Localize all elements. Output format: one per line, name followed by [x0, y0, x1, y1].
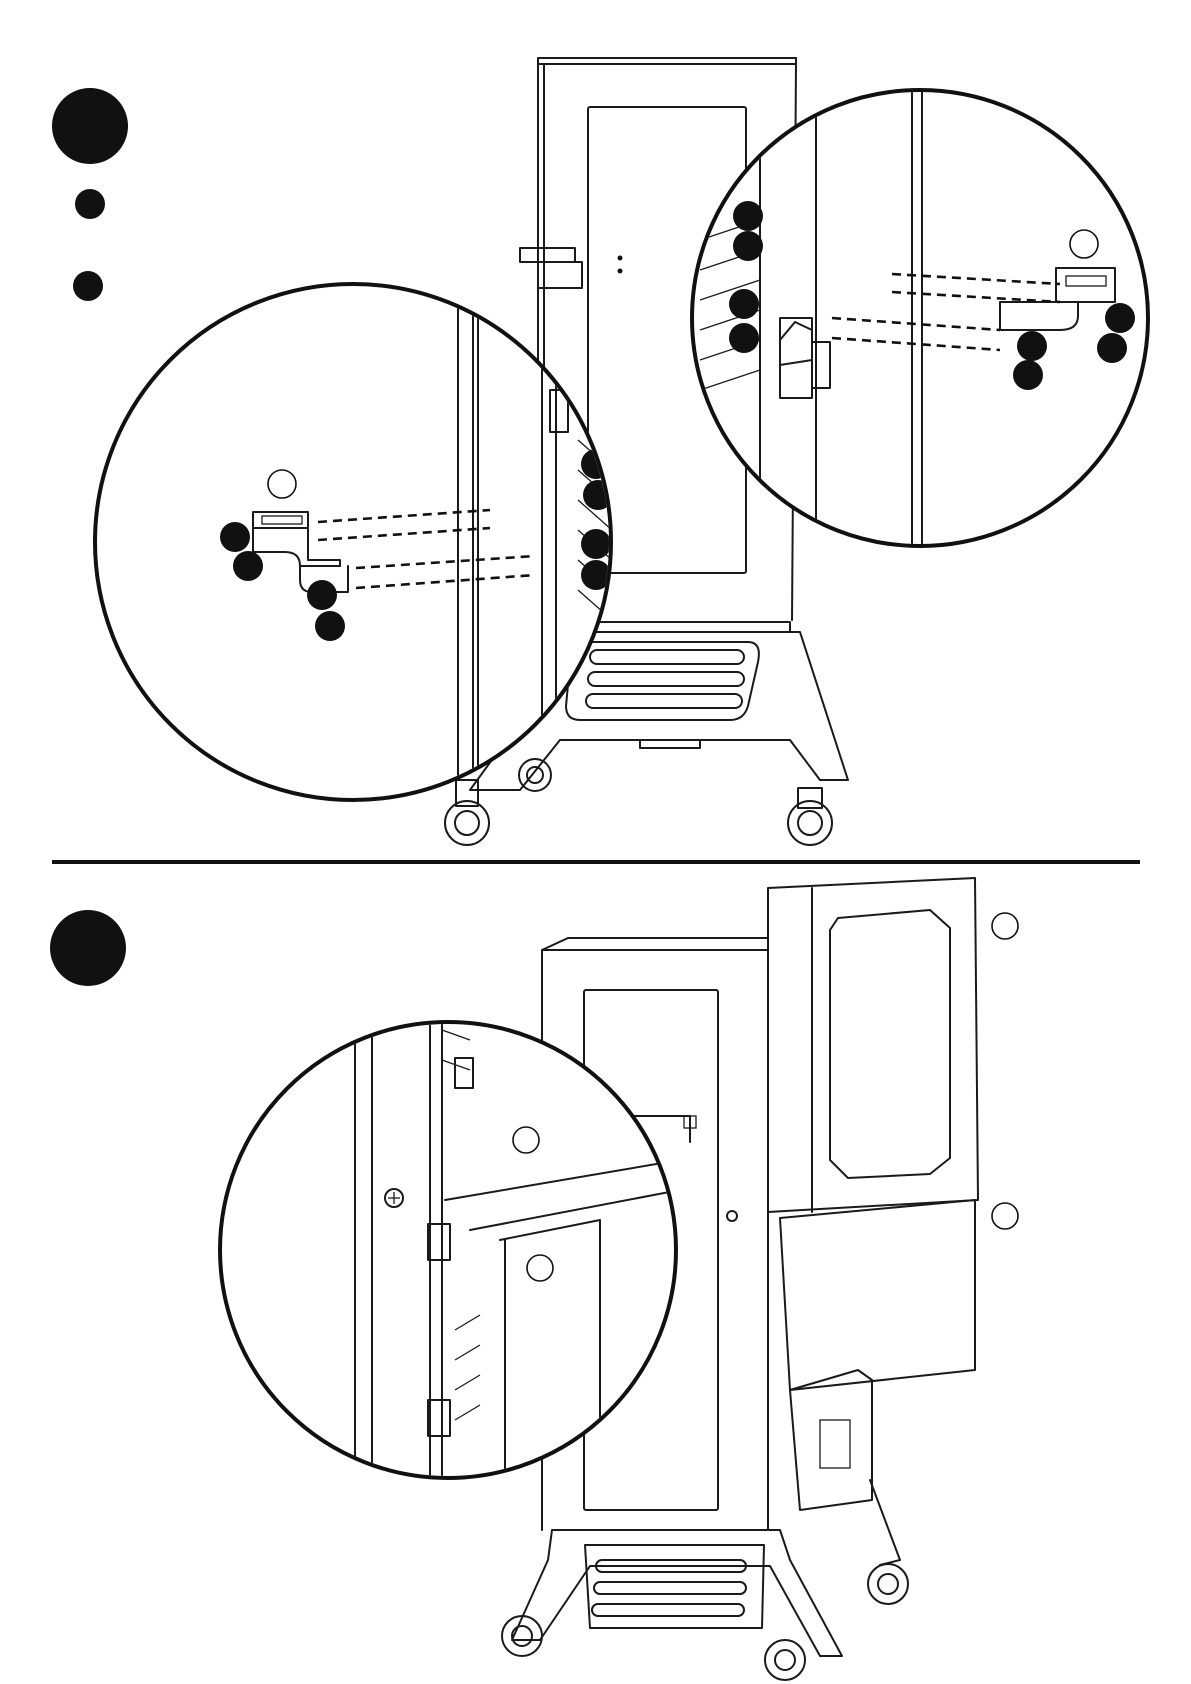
screw-callout-icon [1097, 333, 1127, 363]
part-ring-icon [268, 470, 296, 498]
step-marker-icon [50, 910, 126, 986]
screw-callout-icon [729, 323, 759, 353]
step-one-panel [52, 58, 1148, 845]
screw-callout-icon [233, 551, 263, 581]
part-ring-icon [992, 1203, 1018, 1229]
screw-callout-icon [733, 231, 763, 261]
screw-callout-icon [220, 522, 250, 552]
part-ring-icon [1070, 230, 1098, 258]
part-callout-icon [75, 189, 105, 219]
detail-zoom-bottom [220, 1020, 680, 1480]
part-ring-icon [527, 1255, 553, 1281]
part-ring-icon [513, 1127, 539, 1153]
screw-callout-icon [315, 611, 345, 641]
screw-callout-icon [1013, 360, 1043, 390]
screw-callout-icon [581, 529, 611, 559]
screw-callout-icon [1105, 303, 1135, 333]
detail-zoom-left [95, 284, 620, 800]
screw-callout-icon [307, 580, 337, 610]
part-callout-icon [73, 271, 103, 301]
step-marker-icon [52, 88, 128, 164]
screw-callout-icon [733, 201, 763, 231]
step-two-panel [50, 878, 1018, 1680]
detail-zoom-right [692, 90, 1148, 550]
screw-callout-icon [729, 289, 759, 319]
screw-callout-icon [1017, 331, 1047, 361]
part-ring-icon [992, 913, 1018, 939]
